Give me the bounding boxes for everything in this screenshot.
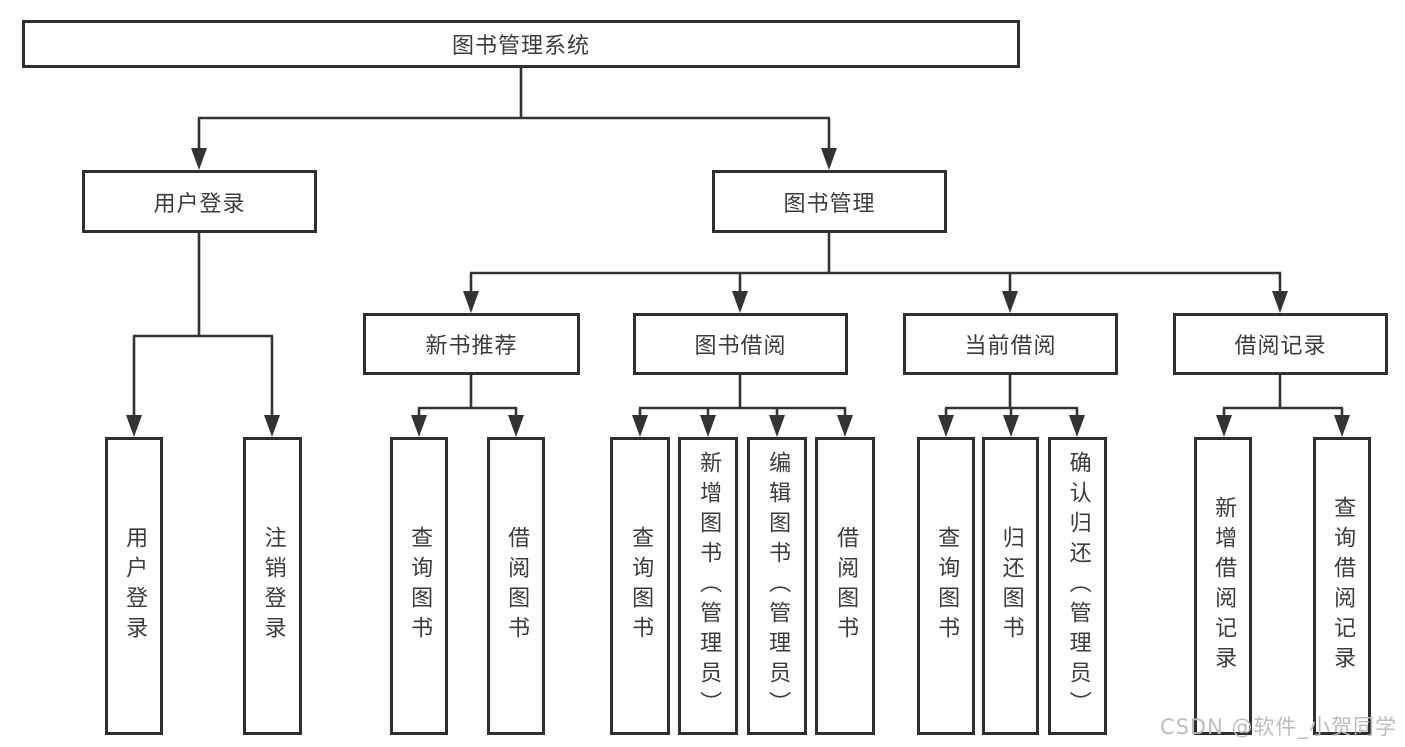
node-label: 用户登录 <box>153 191 246 217</box>
node-user-login: 用户登录 <box>82 170 317 233</box>
node-label: 查询借阅记录 <box>1330 496 1356 676</box>
leaf-borrow-books-1: 借阅图书 <box>487 437 545 735</box>
connector-root-to-level2 <box>191 68 837 170</box>
node-label: 借阅记录 <box>1234 334 1327 359</box>
leaf-query-books-1: 查询图书 <box>390 437 448 735</box>
node-label: 图书管理 <box>783 191 876 217</box>
node-label: 当前借阅 <box>964 334 1057 359</box>
connector-book-borrow-to-leaves <box>632 375 853 437</box>
connector-current-borrow-to-leaves <box>938 375 1085 437</box>
leaf-add-borrow-record: 新增借阅记录 <box>1194 437 1252 735</box>
node-new-book-recommend: 新书推荐 <box>363 313 580 375</box>
node-book-borrow: 图书借阅 <box>633 313 848 375</box>
connector-user-login-to-leaves <box>126 233 280 437</box>
leaf-user-login: 用户登录 <box>105 437 163 735</box>
node-book-management: 图书管理 <box>712 170 947 233</box>
node-label: 新增图书（管理员） <box>696 451 722 721</box>
leaf-confirm-return-admin: 确认归还（管理员） <box>1048 437 1107 735</box>
leaf-return-books: 归还图书 <box>982 437 1039 735</box>
node-label: 查询图书 <box>934 526 960 646</box>
leaf-add-books-admin: 新增图书（管理员） <box>678 437 738 735</box>
node-root-library-management-system: 图书管理系统 <box>22 20 1020 68</box>
leaf-logout: 注销登录 <box>243 437 302 735</box>
node-label: 编辑图书（管理员） <box>765 451 791 721</box>
node-label: 用户登录 <box>122 526 148 646</box>
leaf-borrow-books-2: 借阅图书 <box>815 437 875 735</box>
node-label: 新增借阅记录 <box>1211 496 1237 676</box>
node-label: 归还图书 <box>998 526 1024 646</box>
connector-book-management-to-level3 <box>463 233 1288 313</box>
node-label: 新书推荐 <box>425 334 518 359</box>
leaf-query-books-2: 查询图书 <box>610 437 670 735</box>
node-label: 查询图书 <box>628 526 654 646</box>
node-label: 图书管理系统 <box>451 34 590 59</box>
connector-borrow-records-to-leaves <box>1216 375 1350 437</box>
node-label: 确认归还（管理员） <box>1065 451 1091 721</box>
node-label: 注销登录 <box>260 526 286 646</box>
leaf-query-borrow-record: 查询借阅记录 <box>1313 437 1371 735</box>
node-label: 图书借阅 <box>694 334 787 359</box>
node-label: 借阅图书 <box>504 526 530 646</box>
leaf-edit-books-admin: 编辑图书（管理员） <box>747 437 807 735</box>
leaf-query-books-3: 查询图书 <box>917 437 975 735</box>
node-current-borrow: 当前借阅 <box>903 313 1118 375</box>
node-label: 借阅图书 <box>833 526 859 646</box>
connector-new-books-to-leaves <box>411 375 524 437</box>
node-label: 查询图书 <box>407 526 433 646</box>
node-borrow-records: 借阅记录 <box>1173 313 1388 375</box>
